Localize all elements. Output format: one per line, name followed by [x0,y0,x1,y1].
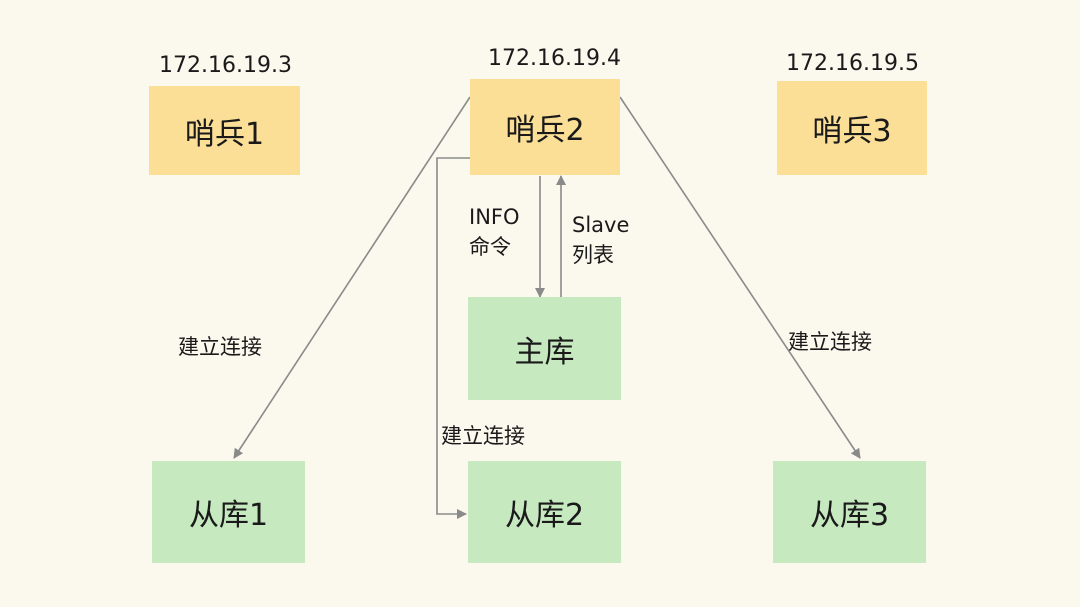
slave-list-line2: 列表 [572,243,614,267]
connect-label-middle: 建立连接 [441,424,525,448]
master-node: 主库 [468,297,621,400]
info-command-line2: 命令 [469,235,511,259]
info-command-line1: INFO [469,205,520,229]
connect-arrow-replica3 [619,96,861,459]
replica3-node: 从库3 [773,461,926,563]
connect-arrow-replica2 [436,157,470,519]
connect-label-right: 建立连接 [788,330,872,354]
slave-list-line1: Slave [572,213,630,237]
connect-label-left: 建立连接 [178,335,262,359]
sentinel3-ip: 172.16.19.5 [786,51,919,76]
connect-arrow-replica1 [233,96,471,459]
sentinel2-node: 哨兵2 [470,79,620,175]
info-command-label: INFO 命令 [469,202,520,262]
slave-list-label: Slave 列表 [572,210,629,270]
sentinel1-node: 哨兵1 [149,86,300,175]
replica1-node: 从库1 [152,461,305,563]
replica2-node: 从库2 [468,461,621,563]
sentinel2-ip: 172.16.19.4 [488,46,621,71]
sentinel1-ip: 172.16.19.3 [159,53,292,78]
sentinel3-node: 哨兵3 [777,81,927,175]
